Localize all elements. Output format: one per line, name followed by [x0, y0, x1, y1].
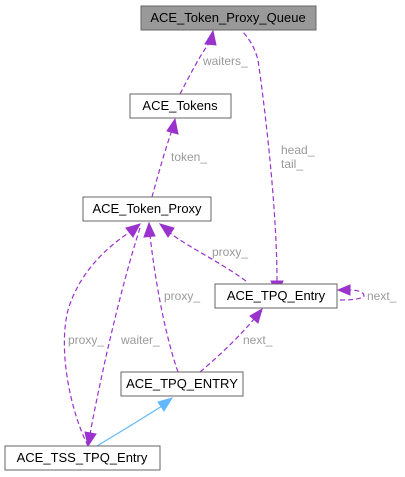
edge-waiter-tss-arrowhead	[84, 431, 97, 448]
edge-label-next-upper: next_	[243, 333, 273, 347]
edge-waiter-tss	[89, 227, 141, 435]
node-ace-tokens-label: ACE_Tokens	[142, 98, 218, 113]
edge-proxy-tss-arrowhead	[125, 223, 142, 238]
node-ace-token-proxy-queue[interactable]: ACE_Token_Proxy_Queue	[140, 5, 317, 31]
edge-next-upper-arrowhead	[249, 307, 263, 324]
edge-inheritance-arrowhead	[157, 397, 174, 412]
node-ace-tss-tpq-entry[interactable]: ACE_TSS_TPQ_Entry	[4, 445, 161, 471]
edge-proxy-upper	[149, 234, 179, 373]
edge-proxy-entry	[169, 232, 247, 282]
edge-inheritance	[96, 405, 163, 447]
node-ace-tpq-entry-label: ACE_TPQ_Entry	[227, 288, 326, 303]
edge-head-tail	[242, 31, 278, 282]
node-ace-token-proxy-queue-label: ACE_Token_Proxy_Queue	[150, 10, 305, 25]
edge-label-next-self: next_	[367, 289, 397, 303]
edge-token	[151, 129, 173, 198]
node-ace-token-proxy[interactable]: ACE_Token_Proxy	[82, 196, 212, 222]
edge-label-waiters: waiters_	[202, 54, 248, 68]
edge-token-arrowhead	[166, 117, 179, 135]
node-ace-tokens[interactable]: ACE_Tokens	[129, 93, 232, 119]
edge-proxy-upper-arrowhead	[143, 221, 156, 238]
edge-label-waiter-tss: waiter_	[120, 333, 160, 347]
edge-next-self	[339, 289, 365, 301]
edge-waiters-arrowhead	[204, 29, 217, 46]
node-ace-tpq-entry-upper[interactable]: ACE_TPQ_ENTRY	[120, 371, 244, 397]
node-ace-tpq-entry[interactable]: ACE_TPQ_Entry	[214, 283, 338, 309]
edge-label-token: token_	[171, 150, 207, 164]
node-ace-tss-tpq-entry-label: ACE_TSS_TPQ_Entry	[17, 450, 148, 465]
edge-proxy-entry-arrowhead	[158, 223, 175, 238]
edge-next-self-arrowhead	[336, 284, 351, 296]
edge-label-proxy-tss: proxy_	[68, 333, 104, 347]
edge-waiters	[179, 41, 211, 95]
edge-label-proxy-entry: proxy_	[212, 245, 248, 259]
node-ace-token-proxy-label: ACE_Token_Proxy	[92, 201, 202, 216]
edge-proxy-tss	[63, 231, 131, 447]
edge-label-head: head_	[281, 143, 315, 157]
node-ace-tpq-entry-upper-label: ACE_TPQ_ENTRY	[126, 376, 238, 391]
edge-label-proxy-upper: proxy_	[164, 289, 200, 303]
edge-label-tail: tail_	[281, 157, 303, 171]
